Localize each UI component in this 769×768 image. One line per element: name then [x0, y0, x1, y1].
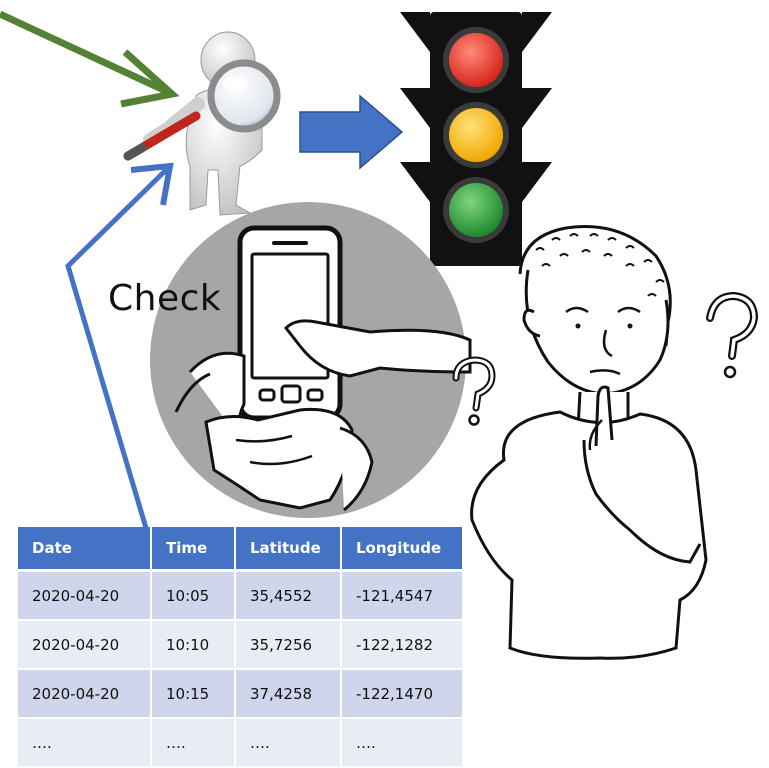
table-cell: 10:15 — [152, 670, 236, 719]
question-mark-icon — [706, 291, 759, 379]
magnifier-figure-icon — [123, 31, 281, 216]
table-cell: 35,4552 — [236, 572, 342, 621]
question-mark-icon — [452, 356, 496, 426]
table-cell: 37,4258 — [236, 670, 342, 719]
table-cell: -122,1470 — [342, 670, 464, 719]
table-cell: 10:10 — [152, 621, 236, 670]
table-row: 2020-04-20 10:05 35,4552 -121,4547 — [18, 572, 464, 621]
table-row: …. …. …. …. — [18, 719, 464, 768]
table-cell: …. — [236, 719, 342, 768]
table-cell: 2020-04-20 — [18, 621, 152, 670]
thinking-person-icon — [470, 225, 708, 660]
table-cell: …. — [18, 719, 152, 768]
table-cell: -121,4547 — [342, 572, 464, 621]
table-cell: 10:05 — [152, 572, 236, 621]
column-header-time: Time — [152, 527, 236, 572]
traffic-light-icon — [400, 12, 552, 266]
column-header-latitude: Latitude — [236, 527, 342, 572]
column-header-date: Date — [18, 527, 152, 572]
table-cell: 35,7256 — [236, 621, 342, 670]
blue-arrow-right — [299, 94, 404, 170]
table-header-row: Date Time Latitude Longitude — [18, 527, 464, 572]
table-cell: 2020-04-20 — [18, 572, 152, 621]
table-row: 2020-04-20 10:15 37,4258 -122,1470 — [18, 670, 464, 719]
phone-in-hand-icon — [150, 202, 472, 518]
column-header-longitude: Longitude — [342, 527, 464, 572]
table-row: 2020-04-20 10:10 35,7256 -122,1282 — [18, 621, 464, 670]
blue-arrow-up — [65, 162, 174, 529]
location-table: Date Time Latitude Longitude 2020-04-20 … — [18, 527, 464, 768]
table-cell: …. — [152, 719, 236, 768]
table-cell: …. — [342, 719, 464, 768]
table-cell: -122,1282 — [342, 621, 464, 670]
green-arrow — [0, 10, 180, 108]
table-cell: 2020-04-20 — [18, 670, 152, 719]
check-label: Check — [108, 278, 222, 319]
diagram-canvas — [0, 10, 759, 660]
